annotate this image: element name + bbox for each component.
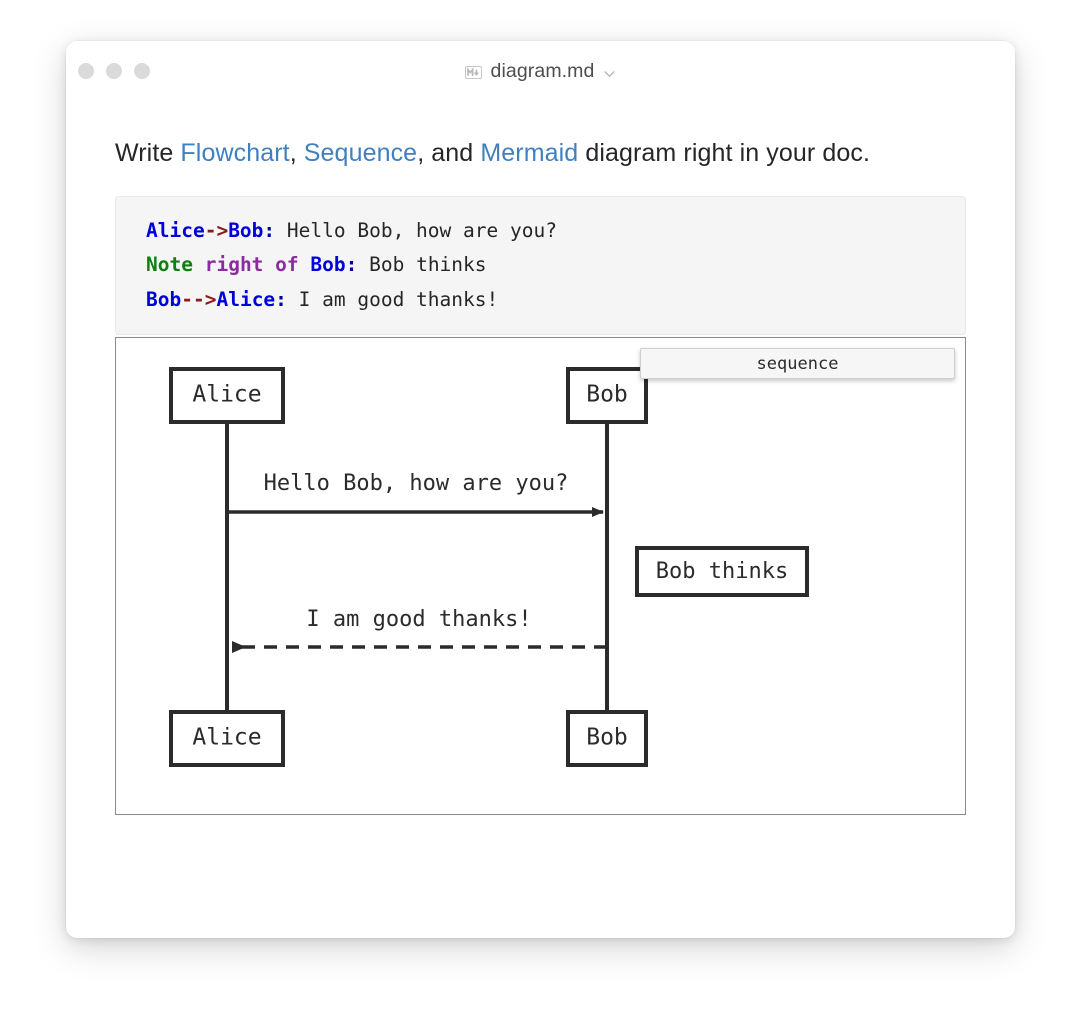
actor-box-bob-top[interactable]: Bob	[566, 367, 648, 425]
message-1-alice-to-bob: Hello Bob, how are you?	[227, 471, 604, 518]
note-bob-thinks[interactable]: Bob thinks	[635, 546, 809, 598]
window-title-group[interactable]: diagram.md	[66, 59, 1015, 83]
minimize-button[interactable]	[106, 63, 122, 79]
close-button[interactable]	[78, 63, 94, 79]
window-title-text: diagram.md	[490, 59, 595, 82]
code-token-actor: Alice	[216, 287, 276, 311]
code-token-text: Bob thinks	[357, 253, 487, 277]
document-body: Write Flowchart, Sequence, and Mermaid d…	[66, 137, 1015, 816]
link-mermaid[interactable]: Mermaid	[480, 139, 579, 167]
code-token-colon: :	[275, 287, 287, 311]
code-line: Bob-->Alice: I am good thanks!	[146, 283, 965, 318]
code-token-prep: right of	[204, 253, 299, 277]
intro-sep-2: , and	[417, 139, 481, 167]
code-token-arrow: -->	[181, 287, 217, 311]
maximize-button[interactable]	[134, 63, 150, 79]
link-flowchart[interactable]: Flowchart	[180, 139, 290, 167]
actor-label-bob-bottom: Bob	[586, 725, 628, 751]
actor-label-alice-top: Alice	[192, 382, 261, 408]
mermaid-code-block[interactable]: Alice->Bob: Hello Bob, how are you?Note …	[115, 195, 966, 336]
code-token-actor: Alice	[146, 218, 205, 242]
traffic-light-group	[78, 63, 150, 79]
actor-box-alice-top[interactable]: Alice	[169, 367, 285, 425]
message-2-bob-to-alice: I am good thanks!	[232, 607, 607, 654]
code-line: Alice->Bob: Hello Bob, how are you?	[146, 214, 965, 249]
code-token-keyword: Note	[146, 253, 193, 277]
window-titlebar: diagram.md	[66, 41, 1015, 102]
rendered-diagram-panel: sequence Alice	[115, 337, 966, 816]
markdown-file-icon	[464, 65, 482, 79]
app-window: diagram.md Write Flowchart, Sequence, an…	[66, 41, 1015, 938]
actor-label-alice-bottom: Alice	[192, 725, 261, 751]
code-token-arrow: ->	[204, 218, 229, 242]
code-token-actor: Bob	[146, 287, 182, 311]
intro-prefix: Write	[115, 139, 181, 167]
actor-box-alice-bottom[interactable]: Alice	[169, 710, 285, 768]
intro-sep-1: ,	[289, 139, 304, 167]
code-token-text: Hello Bob, how are you?	[275, 218, 557, 242]
chevron-down-icon[interactable]	[603, 67, 616, 80]
intro-suffix: diagram right in your doc.	[578, 139, 871, 167]
link-sequence[interactable]: Sequence	[303, 139, 418, 167]
message-2-label: I am good thanks!	[306, 607, 531, 632]
diagram-type-chip[interactable]: sequence	[640, 348, 955, 380]
note-bob-thinks-label: Bob thinks	[656, 559, 788, 584]
code-token-colon: :	[263, 218, 276, 242]
code-token-actor: Bob	[310, 253, 346, 277]
code-token-actor: Bob	[228, 218, 264, 242]
actor-label-bob-top: Bob	[586, 382, 628, 408]
intro-paragraph: Write Flowchart, Sequence, and Mermaid d…	[115, 137, 966, 171]
code-token-text	[193, 253, 205, 276]
code-token-colon: :	[345, 253, 358, 277]
code-line: Note right of Bob: Bob thinks	[146, 248, 965, 283]
code-token-text	[299, 253, 311, 276]
code-token-text: I am good thanks!	[286, 287, 499, 311]
message-1-label: Hello Bob, how are you?	[264, 471, 569, 496]
actor-box-bob-bottom[interactable]: Bob	[566, 710, 648, 768]
sequence-diagram-svg: Alice Bob Hello Bob, how are you? Bob th…	[169, 367, 809, 768]
